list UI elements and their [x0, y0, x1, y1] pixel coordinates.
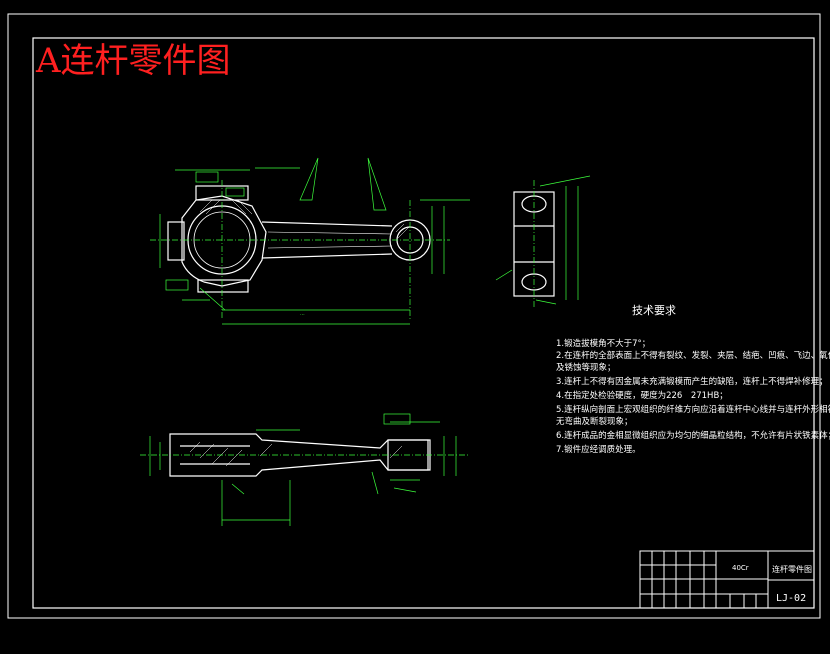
drawing-code: LJ-02: [776, 593, 806, 604]
requirement-line: 6.连杆成品的金相显微组织应为均匀的细晶粒结构，不允许有片状铁素体；: [556, 430, 830, 441]
requirement-line: 4.在指定处检验硬度，硬度为226 271HB；: [556, 390, 728, 401]
technical-requirements: 技术要求 1.锻造拔模角不大于7°； 2.在连杆的全部表面上不得有裂纹、发裂、夹…: [556, 304, 830, 455]
material-label: 40Cr: [732, 564, 749, 572]
requirement-line: 1.锻造拔模角不大于7°；: [556, 338, 650, 349]
outer-border: [7, 13, 821, 619]
side-view-dimensions: [495, 175, 591, 308]
requirement-line: 5.连杆纵向剖面上宏观组织的纤维方向应沿着连杆中心线并与连杆外形相符，: [556, 404, 830, 415]
requirement-line: 2.在连杆的全部表面上不得有裂纹、发裂、夹层、结疤、凹痕、飞边、氧化: [556, 350, 830, 361]
top-view-hatch: [189, 441, 403, 467]
title-block: [639, 550, 815, 609]
requirement-line: 及锈蚀等现象；: [556, 362, 616, 373]
front-view-dimensions: [150, 157, 470, 325]
requirement-line: 无弯曲及断裂现象；: [556, 416, 633, 427]
requirements-heading: 技术要求: [632, 304, 676, 317]
requirement-line: 3.连杆上不得有因金属未充满锻模而产生的缺陷，连杆上不得焊补修理；: [556, 376, 828, 387]
top-view-dimensions: [140, 413, 470, 526]
requirement-line: 7.锻件应经调质处理。: [556, 444, 641, 455]
drawing-title: A连杆零件图: [35, 41, 231, 81]
front-view-hatch: [199, 199, 411, 239]
part-name: 连杆零件图: [772, 564, 812, 574]
inner-border: [32, 37, 815, 609]
front-view: [167, 185, 431, 293]
dim-label-center: ···: [300, 312, 305, 318]
